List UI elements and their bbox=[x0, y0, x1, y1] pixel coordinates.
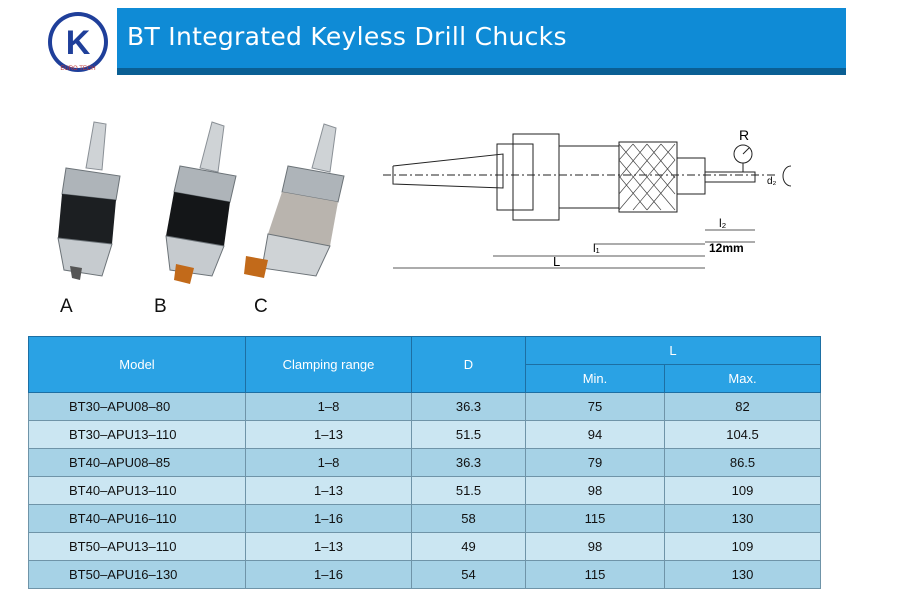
rotation-arrow-icon bbox=[782, 165, 792, 187]
cell-model: BT30–APU13–110 bbox=[28, 420, 246, 449]
label-l1: l₁ bbox=[593, 241, 600, 255]
header-d: D bbox=[411, 336, 526, 393]
cell-clamping: 1–13 bbox=[245, 420, 412, 449]
header-l: L bbox=[525, 336, 821, 365]
label-l2: l₂ bbox=[719, 216, 727, 230]
knurl-pattern bbox=[618, 143, 676, 211]
cell-max: 86.5 bbox=[664, 448, 821, 477]
label-d2: d₂ bbox=[767, 176, 777, 187]
photo-label-c: C bbox=[254, 296, 268, 317]
table-row: BT40–APU16–110 1–16 58 115 130 bbox=[28, 504, 821, 533]
cell-d: 36.3 bbox=[411, 392, 526, 421]
cell-model: BT40–APU16–110 bbox=[28, 504, 246, 533]
logo-letter: K bbox=[66, 24, 91, 62]
header-max: Max. bbox=[664, 364, 821, 393]
cell-d: 36.3 bbox=[411, 448, 526, 477]
cell-max: 130 bbox=[664, 560, 821, 589]
header-min: Min. bbox=[525, 364, 665, 393]
chuck-photo-a bbox=[57, 121, 121, 280]
cell-min: 79 bbox=[525, 448, 665, 477]
cell-model: BT30–APU08–80 bbox=[28, 392, 246, 421]
cell-d: 54 bbox=[411, 560, 526, 589]
photo-label-b: B bbox=[154, 296, 167, 317]
header-clamping-range: Clamping range bbox=[245, 336, 412, 393]
cell-clamping: 1–8 bbox=[245, 448, 412, 477]
cell-min: 115 bbox=[525, 560, 665, 589]
chuck-body-c bbox=[268, 192, 338, 246]
cell-max: 82 bbox=[664, 392, 821, 421]
page-title: BT Integrated Keyless Drill Chucks bbox=[127, 22, 567, 51]
dial-indicator-icon bbox=[733, 144, 753, 172]
cell-max: 130 bbox=[664, 504, 821, 533]
table-row: BT30–APU13–110 1–13 51.5 94 104.5 bbox=[28, 420, 821, 449]
spec-table: Model Clamping range D L Min. Max. BT30–… bbox=[28, 336, 821, 589]
cell-clamping: 1–16 bbox=[245, 504, 412, 533]
cell-d: 51.5 bbox=[411, 420, 526, 449]
cell-min: 115 bbox=[525, 504, 665, 533]
cell-d: 58 bbox=[411, 504, 526, 533]
chuck-photo-b bbox=[165, 121, 237, 284]
table-row: BT30–APU08–80 1–8 36.3 75 82 bbox=[28, 392, 821, 421]
table-row: BT50–APU16–130 1–16 54 115 130 bbox=[28, 560, 821, 589]
table-row: BT50–APU13–110 1–13 49 98 109 bbox=[28, 532, 821, 561]
cell-model: BT40–APU13–110 bbox=[28, 476, 246, 505]
chuck-body-b bbox=[166, 192, 230, 246]
label-r: R bbox=[739, 127, 749, 143]
cell-min: 94 bbox=[525, 420, 665, 449]
cell-min: 75 bbox=[525, 392, 665, 421]
cell-clamping: 1–16 bbox=[245, 560, 412, 589]
photo-label-a: A bbox=[60, 296, 73, 317]
label-l: L bbox=[553, 254, 560, 269]
cell-max: 104.5 bbox=[664, 420, 821, 449]
cell-clamping: 1–8 bbox=[245, 392, 412, 421]
title-bar: BT Integrated Keyless Drill Chucks bbox=[117, 8, 846, 75]
cell-d: 49 bbox=[411, 532, 526, 561]
table-row: BT40–APU13–110 1–13 51.5 98 109 bbox=[28, 476, 821, 505]
label-12mm: 12mm bbox=[709, 241, 744, 255]
cell-model: BT40–APU08–85 bbox=[28, 448, 246, 477]
technical-drawing: R d₂ l₂ l₁ 12mm L bbox=[383, 127, 792, 269]
cell-max: 109 bbox=[664, 532, 821, 561]
cell-model: BT50–APU13–110 bbox=[28, 532, 246, 561]
chuck-photo-c bbox=[244, 123, 345, 278]
cell-clamping: 1–13 bbox=[245, 476, 412, 505]
header-model: Model bbox=[28, 336, 246, 393]
cell-clamping: 1–13 bbox=[245, 532, 412, 561]
cell-min: 98 bbox=[525, 476, 665, 505]
chuck-body-a bbox=[58, 194, 116, 244]
cell-min: 98 bbox=[525, 532, 665, 561]
logo-text: EURO TECH bbox=[60, 66, 95, 72]
eurotech-logo: K EURO TECH bbox=[48, 12, 108, 72]
cell-max: 109 bbox=[664, 476, 821, 505]
cell-model: BT50–APU16–130 bbox=[28, 560, 246, 589]
cell-d: 51.5 bbox=[411, 476, 526, 505]
table-row: BT40–APU08–85 1–8 36.3 79 86.5 bbox=[28, 448, 821, 477]
